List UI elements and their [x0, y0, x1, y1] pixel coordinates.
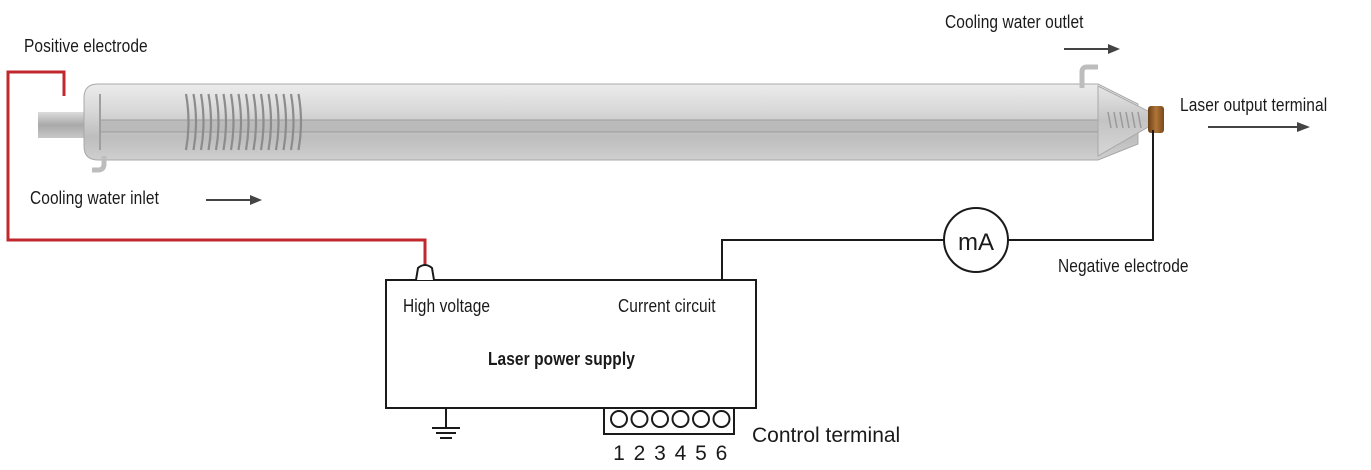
coil-winding: [297, 93, 303, 151]
tube-inner-channel: [100, 120, 1100, 132]
cone-winding: [1125, 111, 1130, 129]
control-terminal-pin: [712, 410, 731, 428]
laser-output-terminal-label: Laser output terminal: [1180, 95, 1328, 115]
coil-winding: [282, 93, 288, 151]
coil-winding: [274, 93, 280, 151]
coil-winding: [289, 93, 295, 151]
coil-winding: [184, 93, 190, 151]
milliammeter: mA: [943, 207, 1009, 273]
coil-winding: [252, 93, 258, 151]
coil-winding: [237, 93, 243, 151]
milliammeter-label: mA: [958, 229, 994, 256]
cone-winding: [1119, 111, 1124, 129]
output-arrow-icon: [1208, 122, 1310, 132]
cooling-outlet-nozzle: [1079, 64, 1098, 88]
milliammeter-circle: [943, 207, 1009, 273]
coil-winding: [192, 93, 198, 151]
cooling-water-inlet-label: Cooling water inlet: [30, 188, 159, 208]
control-terminal-pin-number: 4: [675, 442, 687, 465]
control-terminal-pin-number: 5: [695, 442, 707, 465]
control-terminal-pin: [651, 410, 669, 428]
laser-power-supply-box: [385, 279, 757, 409]
negative-electrode-label: Negative electrode: [1058, 256, 1189, 276]
coil-winding: [222, 93, 228, 151]
control-terminal-pin-number: 6: [716, 442, 728, 465]
control-terminal-label: Control terminal: [752, 424, 901, 447]
cone-winding: [1131, 111, 1136, 129]
cone-winding: [1113, 111, 1118, 129]
control-terminal-pin-number: 2: [634, 442, 646, 465]
arrow-icons: [206, 44, 1310, 205]
control-terminal-pin: [671, 410, 690, 428]
laser-power-supply-label: Laser power supply: [488, 349, 635, 369]
positive-electrode-wire: [6, 70, 427, 266]
cooling-water-outlet-label: Cooling water outlet: [945, 12, 1084, 32]
control-terminal-pin: [692, 410, 710, 428]
laser-tube: [38, 64, 1164, 173]
laser-output-tip: [1148, 106, 1164, 133]
control-terminal-pin-number: 1: [613, 442, 625, 465]
cone-winding: [1137, 111, 1142, 129]
coil-winding: [214, 93, 220, 151]
cone-coil: [1107, 111, 1142, 129]
outlet-arrow-icon: [1064, 44, 1120, 54]
high-voltage-connector: [415, 264, 435, 281]
positive-electrode-label: Positive electrode: [24, 36, 148, 56]
coil-winding: [267, 93, 273, 151]
current-circuit-wire: [721, 239, 944, 280]
control-terminal-pin: [610, 410, 628, 428]
cooling-inlet-nozzle: [92, 156, 107, 173]
coil-winding: [207, 93, 213, 151]
high-voltage-label: High voltage: [403, 296, 491, 316]
coil-winding: [229, 93, 235, 151]
coil-winding: [199, 93, 205, 151]
current-circuit-label: Current circuit: [618, 296, 716, 316]
tube-coil: [184, 93, 303, 151]
negative-electrode-wire: [1008, 130, 1154, 241]
inlet-arrow-icon: [206, 195, 262, 205]
cone-winding: [1107, 111, 1112, 129]
control-terminal-pin: [630, 410, 649, 428]
ground-icon: [432, 408, 460, 439]
control-terminal-pin-number: 3: [654, 442, 666, 465]
coil-winding: [244, 93, 250, 151]
coil-winding: [259, 93, 265, 151]
